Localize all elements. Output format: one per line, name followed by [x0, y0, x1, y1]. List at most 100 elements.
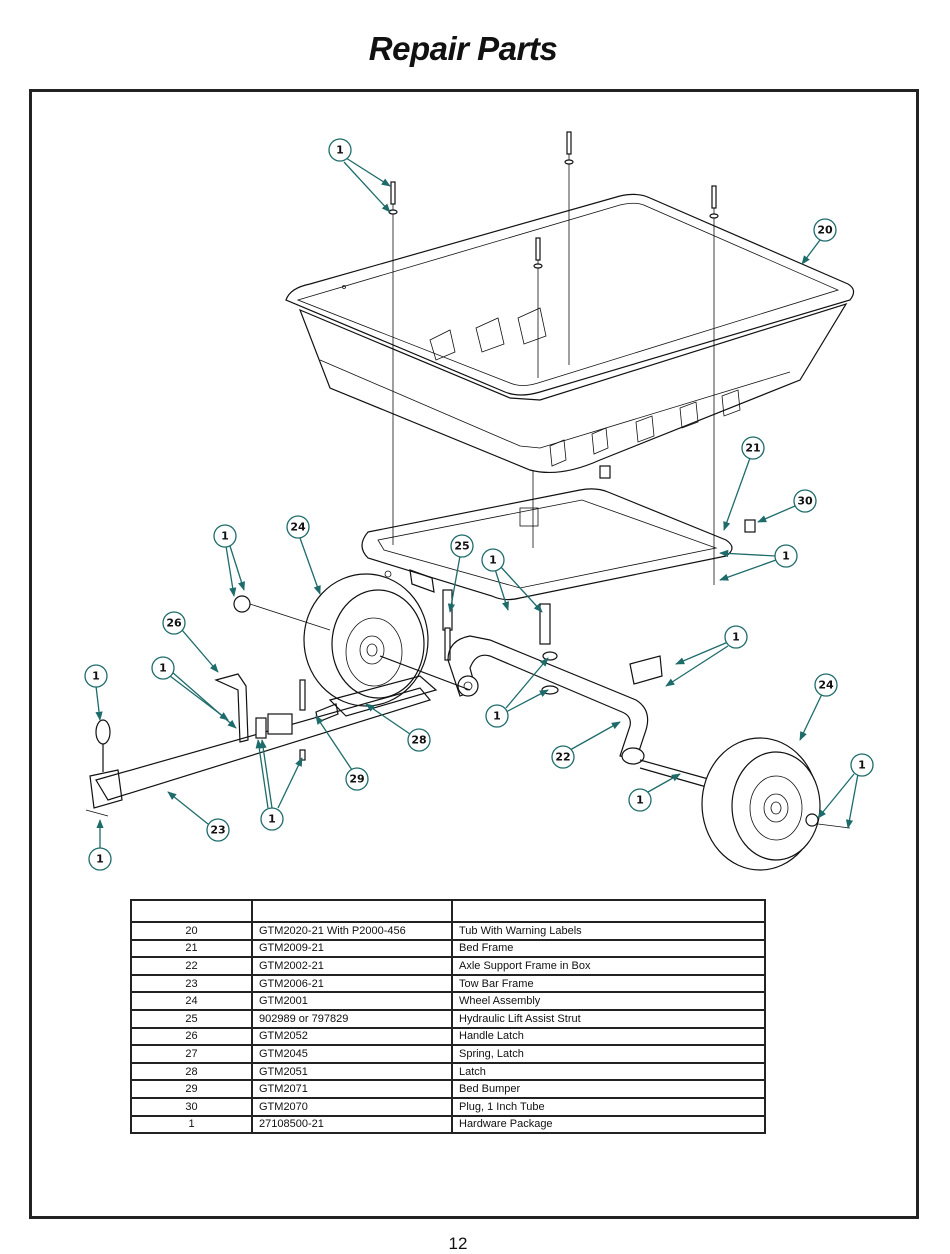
part-number: 27108500-21 [251, 1114, 453, 1135]
svg-text:26: 26 [166, 617, 182, 630]
svg-text:1: 1 [489, 554, 497, 567]
callout-25: 25 [450, 534, 474, 558]
key-number: 25 [130, 1008, 253, 1029]
svg-text:1: 1 [636, 794, 644, 807]
svg-text:1: 1 [336, 144, 344, 157]
table-header-cell [130, 899, 253, 923]
key-number: 30 [130, 1096, 253, 1117]
table-row: 27 GTM2045 Spring, Latch [130, 1044, 766, 1064]
page-number: 12 [448, 1234, 468, 1253]
callout-28: 28 [407, 728, 431, 752]
callout-1-right-bracket: 1 [724, 625, 748, 649]
strut-drawing [442, 589, 453, 661]
table-row: 1 27108500-21 Hardware Package [130, 1114, 766, 1135]
table-row: 24 GTM2001 Wheel Assembly [130, 991, 766, 1011]
key-number: 1 [130, 1114, 253, 1135]
callout-30: 30 [793, 489, 817, 513]
part-description: Wheel Assembly [451, 991, 766, 1011]
svg-text:1: 1 [92, 670, 100, 683]
page-title: Repair Parts [368, 30, 558, 67]
callout-1-bed-frame: 1 [774, 544, 798, 568]
svg-text:1: 1 [493, 710, 501, 723]
key-number: 20 [130, 921, 253, 941]
diagram-frame [29, 89, 919, 1219]
part-number: GTM2020-21 With P2000-456 [251, 921, 453, 941]
key-number: 28 [130, 1061, 253, 1082]
part-description: Latch [451, 1061, 766, 1082]
svg-text:23: 23 [210, 824, 225, 837]
part-number: GTM2071 [251, 1079, 453, 1099]
part-description: Plug, 1 Inch Tube [451, 1096, 766, 1117]
svg-text:1: 1 [732, 631, 740, 644]
part-description: Axle Support Frame in Box [451, 956, 766, 976]
callout-24-left: 24 [286, 515, 310, 539]
table-header-cell [451, 899, 766, 923]
part-number: GTM2009-21 [251, 938, 453, 959]
callout-1-hitch-pin: 1 [84, 664, 108, 688]
callout-24-right: 24 [814, 673, 838, 697]
table-row: 29 GTM2071 Bed Bumper [130, 1079, 766, 1099]
callout-leaders [95, 157, 859, 848]
svg-text:1: 1 [268, 813, 276, 826]
right-wheel-drawing [701, 737, 851, 871]
table-row: 26 GTM2052 Handle Latch [130, 1026, 766, 1047]
callout-1-pivot: 1 [481, 548, 505, 572]
part-description: Tow Bar Frame [451, 973, 766, 994]
callout-1-right-axle: 1 [850, 753, 874, 777]
part-number: GTM2045 [251, 1044, 453, 1064]
part-number: GTM2001 [251, 991, 453, 1011]
svg-text:1: 1 [858, 759, 866, 772]
callout-1-left-axle: 1 [213, 524, 237, 548]
key-number: 23 [130, 973, 253, 994]
svg-text:30: 30 [797, 495, 813, 508]
part-number: GTM2070 [251, 1096, 453, 1117]
part-number: GTM2002-21 [251, 956, 453, 976]
table-row: 30 GTM2070 Plug, 1 Inch Tube [130, 1096, 766, 1117]
svg-text:1: 1 [159, 662, 167, 675]
tow-bar-drawing [85, 673, 438, 817]
tub-drawing [285, 193, 855, 474]
part-number: GTM2006-21 [251, 973, 453, 994]
table-header-cell [251, 899, 453, 923]
part-description: Spring, Latch [451, 1044, 766, 1064]
part-description: Handle Latch [451, 1026, 766, 1047]
part-number: GTM2051 [251, 1061, 453, 1082]
part-description: Hardware Package [451, 1114, 766, 1135]
callout-29: 29 [345, 767, 369, 791]
left-wheel-drawing [233, 573, 471, 707]
table-row: 20 GTM2020-21 With P2000-456 Tub With Wa… [130, 921, 766, 941]
callout-1-latch-bolts: 1 [260, 807, 284, 831]
table-row: 23 GTM2006-21 Tow Bar Frame [130, 973, 766, 994]
svg-text:25: 25 [454, 540, 469, 553]
svg-text:1: 1 [782, 550, 790, 563]
table-row: 25 902989 or 797829 Hydraulic Lift Assis… [130, 1008, 766, 1029]
svg-text:28: 28 [411, 734, 426, 747]
key-number: 29 [130, 1079, 253, 1099]
axle-support-frame-drawing [447, 603, 713, 789]
part-description: Bed Bumper [451, 1079, 766, 1099]
tub-bolts-drawing [388, 131, 719, 585]
part-description: Tub With Warning Labels [451, 921, 766, 941]
callout-1-handle: 1 [151, 656, 175, 680]
svg-text:20: 20 [817, 224, 833, 237]
callout-1-axle-rod: 1 [628, 788, 652, 812]
table-header-row [130, 899, 766, 923]
svg-text:21: 21 [745, 442, 760, 455]
table-row: 28 GTM2051 Latch [130, 1061, 766, 1082]
svg-text:24: 24 [290, 521, 306, 534]
svg-text:22: 22 [555, 751, 570, 764]
svg-text:1: 1 [221, 530, 229, 543]
callout-1-cotter: 1 [88, 847, 112, 871]
svg-text:24: 24 [818, 679, 834, 692]
key-number: 21 [130, 938, 253, 959]
part-number: GTM2052 [251, 1026, 453, 1047]
part-number: 902989 or 797829 [251, 1008, 453, 1029]
bed-frame-drawing [361, 465, 756, 601]
callout-1-washer: 1 [485, 704, 509, 728]
table-row: 22 GTM2002-21 Axle Support Frame in Box [130, 956, 766, 976]
svg-text:29: 29 [349, 773, 364, 786]
callout-23: 23 [206, 818, 230, 842]
key-number: 27 [130, 1044, 253, 1064]
callout-20: 20 [813, 218, 837, 242]
